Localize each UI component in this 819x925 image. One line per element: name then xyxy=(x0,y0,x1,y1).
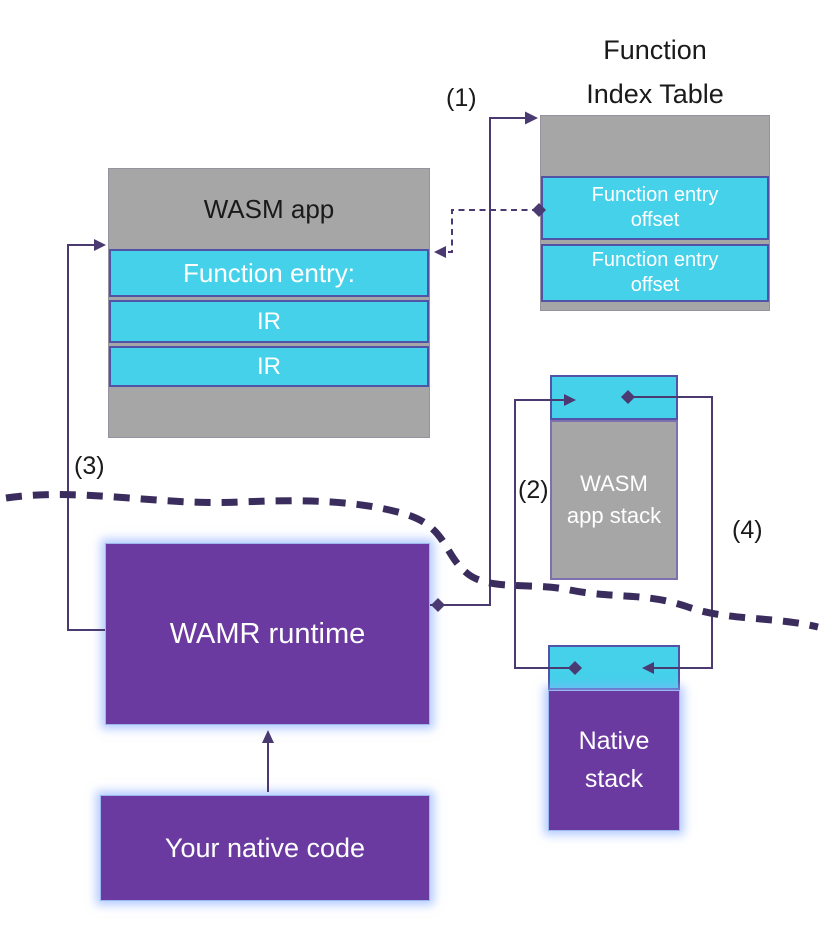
wasm-app-stack: WASM app stack xyxy=(550,375,678,580)
your-native-code-box: Your native code xyxy=(100,795,430,901)
diamond-step1-origin xyxy=(431,598,445,612)
function-entry-offset-row-2: Function entry offset xyxy=(541,244,769,302)
connector-step1-line xyxy=(430,117,526,606)
arrowhead-step1 xyxy=(525,111,538,125)
arrowhead-step3 xyxy=(94,239,106,251)
label-step-4: (4) xyxy=(732,516,763,544)
wamr-runtime-box: WAMR runtime xyxy=(105,543,430,725)
wasm-app-title: WASM app xyxy=(203,193,335,224)
native-stack-body: Native stack xyxy=(548,690,680,831)
wasm-app-box: WASM app Function entry: IR IR xyxy=(108,168,430,438)
native-stack-label-line2: stack xyxy=(584,764,644,793)
function-index-table-title: Function Index Table xyxy=(538,28,772,116)
function-entry-row: Function entry: xyxy=(109,249,429,297)
function-entry-offset-row-1: Function entry offset xyxy=(541,176,769,240)
wasm-app-stack-label-line2: app stack xyxy=(566,503,662,528)
native-stack-label-line1: Native xyxy=(578,727,650,755)
connector-step3-line xyxy=(67,244,105,631)
wasm-app-stack-body: WASM app stack xyxy=(550,420,678,580)
connector-offset-dashed-line xyxy=(446,209,538,253)
native-stack: Native stack xyxy=(548,645,680,831)
wasm-app-stack-top-bar xyxy=(550,375,678,420)
arrowhead-offset xyxy=(434,246,446,258)
function-index-table: Function entry offset Function entry off… xyxy=(540,115,770,311)
wasm-app-stack-label-line1: WASM xyxy=(580,471,648,497)
label-step-3: (3) xyxy=(74,452,105,480)
native-stack-top-bar xyxy=(548,645,680,690)
arrowhead-native-code xyxy=(262,730,274,743)
ir-row-1: IR xyxy=(109,300,429,343)
label-step-2: (2) xyxy=(518,476,549,504)
ir-row-2: IR xyxy=(109,346,429,387)
function-index-table-title-line2: Index Table xyxy=(586,79,724,109)
function-index-table-title-line1: Function xyxy=(603,35,707,65)
label-step-1: (1) xyxy=(446,84,477,112)
